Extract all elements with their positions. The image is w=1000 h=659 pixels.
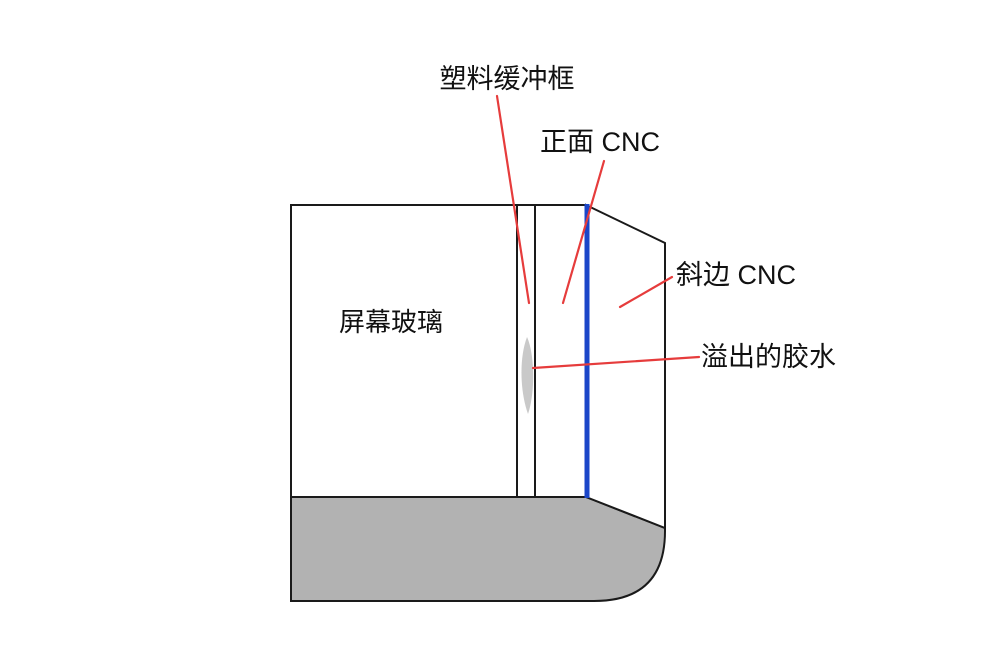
screen-glass-shape (290, 204, 518, 498)
leader-line-glue (531, 355, 701, 370)
bevel-cnc-region (585, 203, 666, 530)
device-body-shape (290, 496, 666, 602)
label-buffer-frame: 塑料缓冲框 (440, 64, 575, 94)
leader-line-bevel-cnc (618, 275, 674, 309)
label-glue: 溢出的胶水 (701, 342, 836, 372)
leader-line-buffer-frame (495, 94, 531, 305)
label-front-cnc: 正面 CNC (540, 127, 660, 157)
label-bevel-cnc: 斜边 CNC (676, 260, 796, 290)
leader-line-front-cnc (561, 159, 606, 305)
glue-blob (521, 337, 534, 414)
label-screen-glass: 屏幕玻璃 (339, 307, 443, 337)
